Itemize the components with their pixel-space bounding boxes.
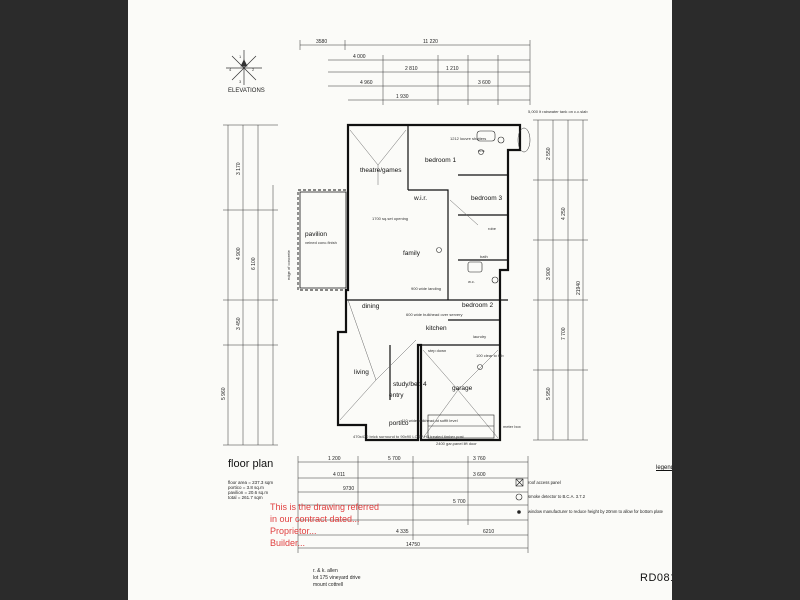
legend-symbols (515, 478, 524, 514)
bottom-dimension-lines (297, 456, 529, 553)
drawing-number: RD08124 - 03 (640, 572, 672, 584)
dim-bot-e: 3 600 (473, 472, 486, 478)
dim-right-b: 4 250 (561, 207, 567, 220)
plan-drawing: 1 2 3 4 3580 11 220 4 000 2 810 1 210 3 … (221, 39, 588, 553)
room-bedroom3: bedroom 3 (471, 195, 502, 202)
room-living: living (354, 369, 369, 376)
roof-hip-lines (339, 129, 499, 439)
room-study: study/bed 4 (393, 381, 427, 388)
room-dining: dining (362, 303, 380, 310)
dim-left-d: 5 960 (221, 387, 227, 400)
compass-label-2: 2 (252, 67, 255, 72)
dim-top-b: 2 810 (405, 66, 418, 72)
note-bulkhead2: 410 wide bulkhead at soffit level (401, 418, 458, 423)
legend-title: legend (656, 465, 672, 471)
dim-top-a: 4 000 (353, 54, 366, 60)
drawing-sheet: 1 2 3 4 3580 11 220 4 000 2 810 1 210 3 … (128, 0, 672, 600)
dim-top-left: 3580 (316, 39, 327, 45)
note-garage-door: 2400 gar.panel lift door (436, 441, 477, 446)
page-title: floor plan (228, 458, 274, 470)
dim-left-c: 6 100 (251, 257, 257, 270)
dim-top-total: 11 220 (423, 39, 438, 45)
legend-item-window: window manufacturer to reduce height by … (528, 509, 663, 514)
room-wir: w.i.r. (413, 195, 427, 202)
dim-bot-total: 14750 (406, 542, 420, 548)
note-brick: 470x470 brick surround to 90x90 LOSP H3 … (353, 434, 465, 439)
stamp-line-2: in our contract dated... (270, 514, 360, 524)
room-robe: robe (488, 226, 497, 231)
dim-left-b: 4 900 (236, 247, 242, 260)
owner-line-2: lot 175 vineyard drive (313, 575, 361, 581)
room-bath: bath (480, 254, 488, 259)
room-bedroom1: bedroom 1 (425, 157, 456, 164)
room-entry: entry (389, 392, 404, 399)
dim-bot-d: 4 011 (333, 472, 345, 478)
area-row: floor area = 237.3 sqm (228, 480, 274, 485)
note-rainwater: 5,000 lt rainwater tank on c.c.slab (528, 109, 588, 114)
note-pavilion-finish: veined conc.finish (305, 240, 337, 245)
dim-bot-f: 5 700 (453, 499, 466, 505)
compass-icon (226, 50, 262, 85)
note-bulkhead: 600 wide bulkhead over servery (406, 312, 462, 317)
dim-bot-b: 5 700 (388, 456, 401, 462)
room-portico: portico (389, 420, 409, 427)
dim-bot-a: 1 200 (328, 456, 341, 462)
compass-label-3: 3 (239, 79, 242, 84)
dim-top-d: 3 600 (478, 80, 491, 86)
note-shutters: 1212 louvre shutters (450, 136, 486, 141)
area-row: total = 261.7 sqm (228, 495, 263, 500)
legend-item-smoke: smoke detector to B.C.A. 3.7.2 (528, 494, 586, 499)
dim-right-e: 3 900 (546, 267, 552, 280)
building-walls (297, 123, 522, 442)
top-dimension-lines (299, 40, 531, 105)
dim-left-a: 3 170 (236, 162, 242, 175)
right-dimension-lines (533, 119, 588, 441)
dim-top-f: 1 930 (396, 94, 409, 100)
room-garage: garage (452, 385, 473, 392)
stamp-line-4: Builder... (270, 538, 306, 548)
dim-right-a: 2 550 (546, 147, 552, 160)
room-theatre: theatre/games (360, 167, 402, 174)
dim-right-d: 21940 (576, 281, 582, 295)
area-row: pavilion = 20.6 sq.m (228, 490, 269, 495)
stamp-line-1: This is the drawing referred (270, 502, 380, 512)
legend-item-roof-access: roof access panel (528, 480, 561, 485)
bathroom-fixtures (427, 130, 505, 439)
room-ens: ens (478, 148, 484, 153)
room-wc: w.c. (468, 279, 475, 284)
room-laundry: laundry (473, 334, 486, 339)
dim-bot-c: 3 760 (473, 456, 486, 462)
dim-bot-g: 9730 (343, 486, 354, 492)
dim-top-c: 1 210 (446, 66, 459, 72)
note-edge-concrete: edge of concrete (286, 249, 291, 280)
dim-bot-i: 6210 (483, 529, 494, 535)
note-meter: meter box (503, 424, 521, 429)
stamp-line-3: Proprietor... (270, 526, 317, 536)
dim-left-e: 3 450 (236, 317, 242, 330)
note-clear: 100 clear to tub (476, 353, 504, 358)
note-opening: 1700 sq.set opening (372, 216, 408, 221)
left-dimension-lines (223, 124, 278, 446)
dim-bot-h: 4 335 (396, 529, 409, 535)
smoke-detector-icon (436, 149, 484, 370)
rainwater-tank-icon (517, 127, 531, 153)
room-bedroom2: bedroom 2 (462, 302, 493, 309)
dim-right-f: 5 950 (546, 387, 552, 400)
room-pavilion: pavilion (305, 231, 327, 238)
dim-right-c: 7 700 (561, 327, 567, 340)
room-kitchen: kitchen (426, 325, 447, 332)
area-schedule: floor area = 237.3 sqm portico = 3.8 sq.… (228, 480, 273, 500)
compass-label-4: 4 (229, 67, 232, 72)
owner-line-1: r. & k. allen (313, 568, 338, 574)
area-row: portico = 3.8 sq.m (228, 485, 264, 490)
room-family: family (403, 250, 421, 257)
note-step-down: step down (428, 348, 446, 353)
owner-line-3: mount cottrell (313, 582, 344, 588)
note-landing: 900 wide landing (411, 286, 441, 291)
elevations-label: ELEVATIONS (228, 88, 265, 94)
compass-label-1: 1 (239, 54, 242, 59)
dim-top-e: 4 960 (360, 80, 373, 86)
